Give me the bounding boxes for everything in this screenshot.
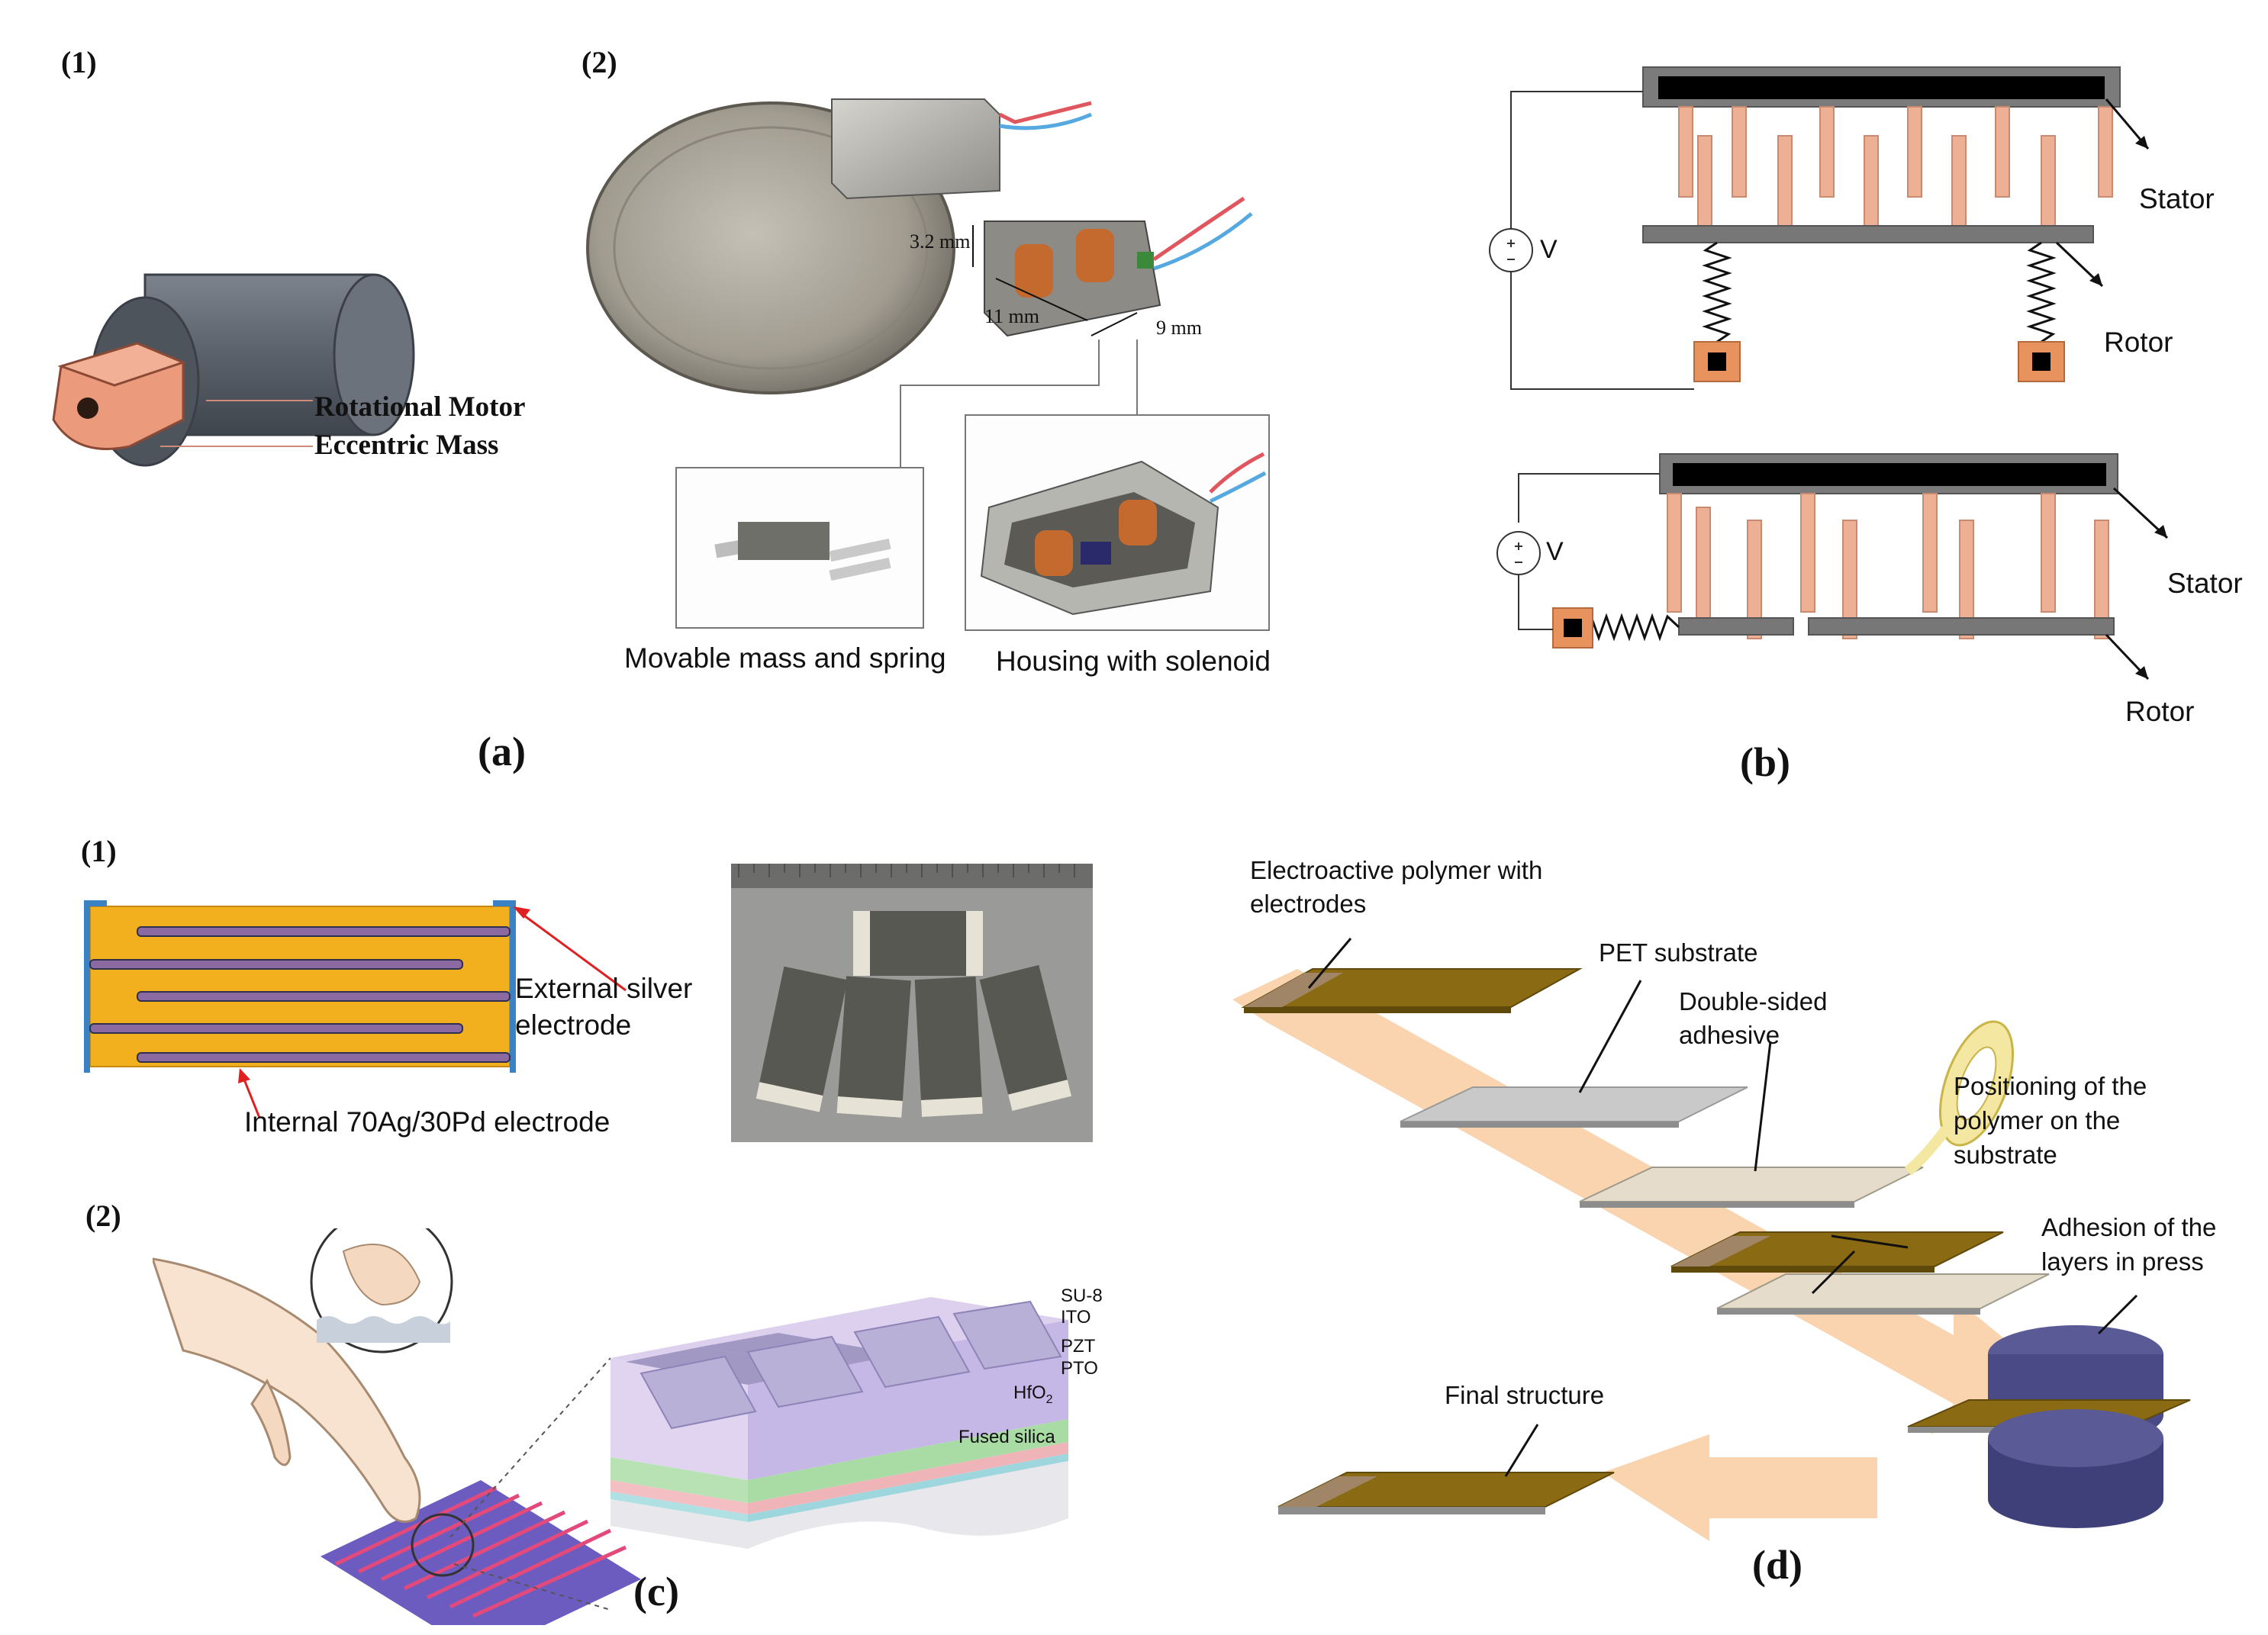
electrostatic-actuator-diagram [1489, 66, 2169, 681]
external-electrode-label-1: External silver [515, 973, 693, 1004]
inset-right-caption: Housing with solenoid [996, 645, 1271, 677]
layer-hfo-subscript: 2 [1045, 1392, 1053, 1406]
top-stator-label: Stator [2139, 183, 2215, 214]
dim-height-label: 3.2 mm [910, 230, 971, 253]
layer-pzt-label: PZT [1061, 1336, 1096, 1357]
multilayer-piezo-cross-section [84, 900, 516, 1073]
panel-c-2-tag: (2) [85, 1199, 121, 1233]
step-polymer-label-1: Electroactive polymer with [1250, 856, 1543, 884]
bottom-rotor-label: Rotor [2125, 696, 2195, 727]
linear-resonant-actuator-photo [586, 98, 1253, 394]
eccentric-mass-label: Eccentric Mass [314, 430, 499, 461]
panel-c-1-tag: (1) [81, 834, 117, 868]
panel-c: (1) External silver electrode Internal 7… [0, 824, 1190, 1635]
bottom-voltage-label: V [1546, 537, 1564, 566]
panel-d-caption: (d) [1752, 1542, 1802, 1588]
dim-width-label: 9 mm [1156, 317, 1202, 339]
step-polymer-label-2: electrodes [1250, 890, 1367, 918]
layer-pto-label: PTO [1061, 1358, 1098, 1379]
panel-a-1-tag: (1) [61, 45, 97, 79]
eap-fabrication-process-diagram [1232, 938, 2191, 1541]
panel-b-caption: (b) [1740, 739, 1790, 785]
layer-su8-label: SU-8 [1061, 1286, 1103, 1306]
step-press-label-1: Adhesion of the [2041, 1213, 2217, 1241]
rotational-motor-label: Rotational Motor [314, 391, 526, 423]
inset-mass-spring [675, 467, 924, 629]
bottom-stator-label: Stator [2167, 568, 2243, 599]
panel-a: (1) (2) Rotational Motor Eccentric Mass [0, 0, 1297, 801]
top-rotor-label: Rotor [2104, 327, 2173, 358]
piezo-annotation-arrows [238, 906, 627, 1118]
inset-leader-lines [900, 340, 1138, 467]
panel-d: Electroactive polymer with electrodes PE… [1221, 824, 2268, 1635]
layer-hfo2-label: HfO2 [1013, 1382, 1053, 1407]
panel-c-caption: (c) [633, 1569, 679, 1614]
step-position-label-3: substrate [1954, 1141, 2057, 1169]
step-final-label: Final structure [1445, 1381, 1605, 1409]
step-adhesive-label-1: Double-sided [1679, 987, 1828, 1015]
step-position-label-2: polymer on the [1954, 1106, 2121, 1135]
top-voltage-label: V [1540, 235, 1558, 264]
panel-a-caption: (a) [478, 729, 526, 774]
internal-electrode-label: Internal 70Ag/30Pd electrode [244, 1106, 610, 1138]
external-electrode-label-2: electrode [515, 1009, 632, 1041]
eccentric-motor-illustration [52, 273, 415, 467]
touch-pzt-stack-illustration [153, 1228, 1068, 1625]
step-position-label-1: Positioning of the [1954, 1072, 2147, 1100]
panel-b: V Stator Rotor V Stator Rotor (b) [1343, 46, 2268, 809]
piezo-samples-photo [731, 864, 1093, 1142]
inset-left-caption: Movable mass and spring [624, 642, 946, 674]
layer-hfo-text: HfO [1013, 1382, 1046, 1403]
step-adhesive-label-2: adhesive [1679, 1021, 1780, 1049]
layer-fused-silica-label: Fused silica [958, 1427, 1055, 1447]
dim-length-label: 11 mm [984, 305, 1039, 327]
step-pet-label: PET substrate [1599, 938, 1758, 967]
layer-ito-label: ITO [1061, 1307, 1091, 1328]
inset-housing-solenoid [965, 414, 1270, 631]
step-press-label-2: layers in press [2041, 1247, 2204, 1276]
panel-a-2-tag: (2) [581, 45, 617, 79]
